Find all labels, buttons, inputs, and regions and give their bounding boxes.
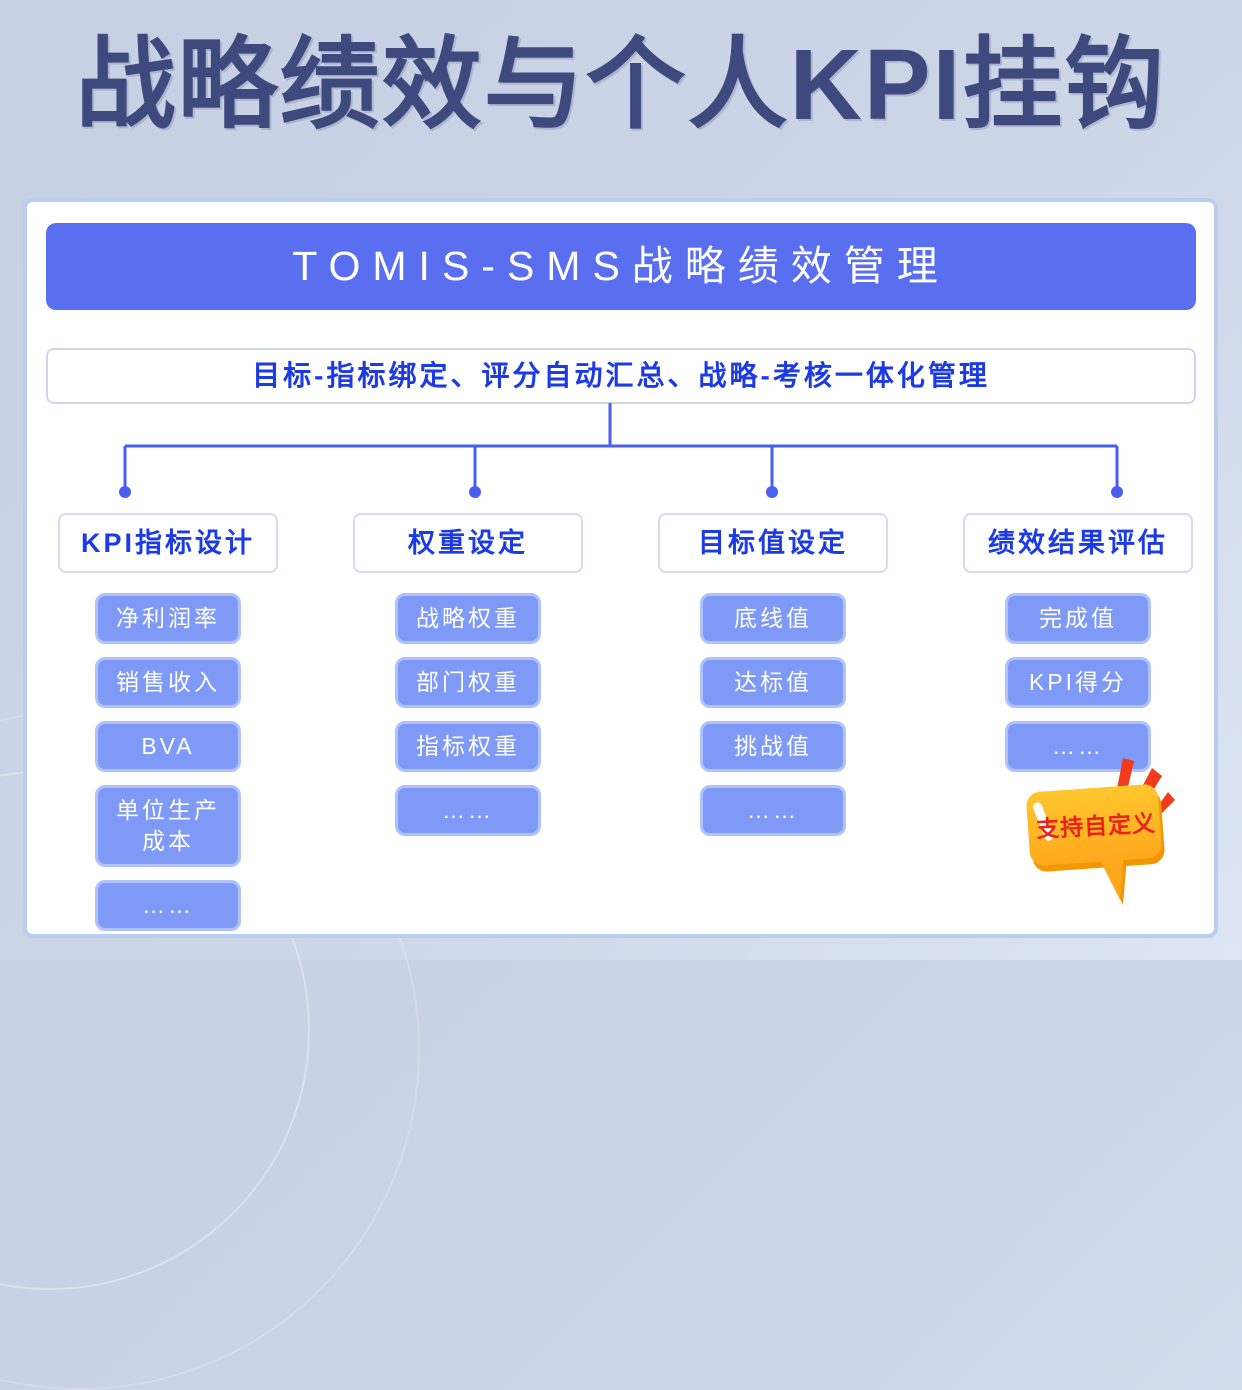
leaf-box-ellipsis: …… [95,880,241,931]
leaf-box-ellipsis: …… [700,785,846,836]
leaf-box: 指标权重 [395,721,541,772]
leaf-box: 战略权重 [395,593,541,644]
feature-summary-box: 目标-指标绑定、评分自动汇总、战略-考核一体化管理 [46,348,1196,404]
column-result-evaluation: 绩效结果评估 完成值 KPI得分 …… [963,513,1193,772]
leaf-box-ellipsis: …… [395,785,541,836]
page-title: 战略绩效与个人KPI挂钩 [75,29,1167,141]
leaf-box: 净利润率 [95,593,241,644]
leaf-box: 达标值 [700,657,846,708]
leaf-box: BVA [95,721,241,772]
leaf-list: 战略权重 部门权重 指标权重 …… [353,593,583,836]
leaf-box-ellipsis: …… [1005,721,1151,772]
column-header: KPI指标设计 [58,513,278,573]
column-header: 绩效结果评估 [963,513,1193,573]
column-header: 目标值设定 [658,513,888,573]
leaf-box: 挑战值 [700,721,846,772]
speech-bubble-badge [1026,758,1175,905]
banner-title: TOMIS-SMS战略绩效管理 [46,223,1196,310]
column-header: 权重设定 [353,513,583,573]
leaf-box: 单位生产成本 [95,785,241,867]
leaf-box: KPI得分 [1005,657,1151,708]
leaf-list: 完成值 KPI得分 …… [963,593,1193,772]
leaf-box: 销售收入 [95,657,241,708]
leaf-list: 净利润率 销售收入 BVA 单位生产成本 …… [58,593,278,931]
column-kpi-design: KPI指标设计 净利润率 销售收入 BVA 单位生产成本 …… [58,513,278,931]
main-card: TOMIS-SMS战略绩效管理 目标-指标绑定、评分自动汇总、战略-考核一体化管… [23,198,1218,938]
leaf-box: 底线值 [700,593,846,644]
badge-label: 支持自定义 [1035,809,1157,843]
column-weight-setting: 权重设定 战略权重 部门权重 指标权重 …… [353,513,583,836]
bubble-highlight [1033,802,1054,841]
leaf-box: 部门权重 [395,657,541,708]
column-target-setting: 目标值设定 底线值 达标值 挑战值 …… [658,513,888,836]
connector-tree [119,403,1123,498]
leaf-box: 完成值 [1005,593,1151,644]
leaf-list: 底线值 达标值 挑战值 …… [658,593,888,836]
